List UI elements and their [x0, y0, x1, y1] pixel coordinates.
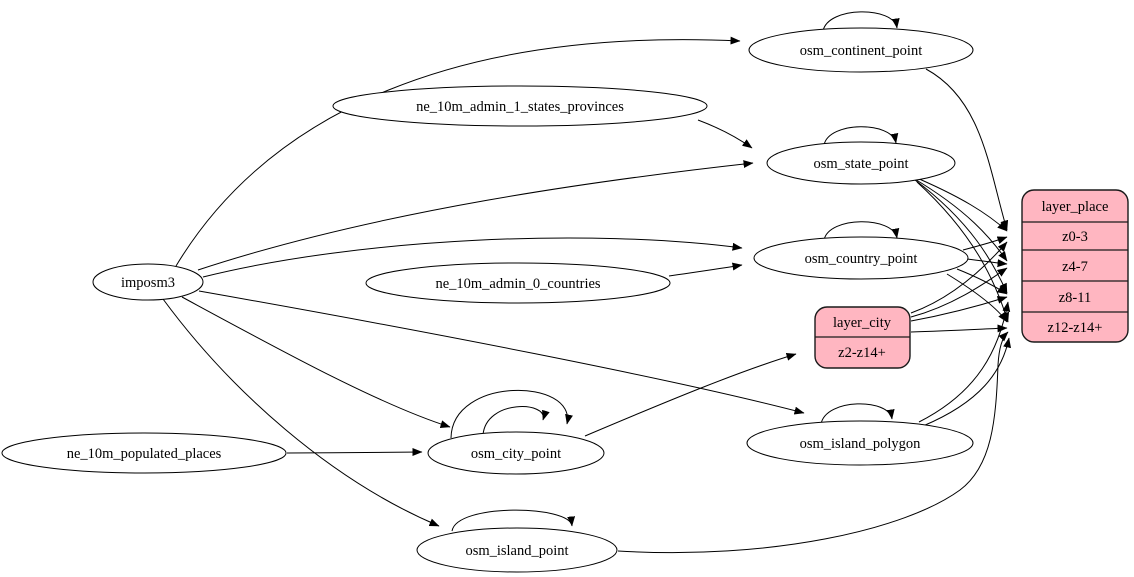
osm-state-point-label: osm_state_point	[813, 156, 908, 172]
edge-osm-country-point-to-layer-place-z4-7	[966, 258, 1008, 268]
edge-osm-island-polygon-to-layer-place-z8-11	[918, 301, 1011, 423]
layer-place-row-z8-11: z8-11	[1059, 290, 1091, 306]
self-loop-osm-country-point	[823, 221, 900, 241]
osm-island-polygon-label: osm_island_polygon	[800, 436, 922, 452]
edge-layer-city-to-layer-place-z8-11	[910, 296, 1008, 322]
layer-place-title: layer_place	[1042, 199, 1109, 215]
edge-ne-states-to-osm-state-point	[697, 119, 753, 149]
osm-island-point-ellipse	[416, 527, 618, 573]
edge-osm-island-polygon-to-layer-place-z12-z14	[922, 337, 1011, 427]
edge-osm-country-point-to-layer-place-z0-3	[962, 236, 1008, 251]
node-osm-continent-point: osm_continent_point	[748, 27, 974, 73]
imposm3-ellipse	[92, 263, 204, 301]
edge-osm-city-point-to-layer-city	[584, 352, 797, 437]
self-loop-osm-city-point-outer	[450, 390, 573, 439]
node-ne-10m-admin-0-countries: ne_10m_admin_0_countries	[365, 262, 671, 304]
osm-country-point-ellipse	[753, 236, 969, 280]
layer-place-row-z12-z14: z12-z14+	[1048, 320, 1103, 336]
node-imposm3: imposm3	[92, 263, 204, 301]
edge-osm-state-point-to-layer-place-z4-7	[912, 177, 1008, 262]
ne-states-label: ne_10m_admin_1_states_provinces	[416, 99, 624, 115]
edge-osm-state-point-to-layer-place-z0-3	[909, 174, 1008, 232]
node-osm-country-point: osm_country_point	[753, 236, 969, 280]
edge-osm-country-point-to-layer-place-z8-11	[956, 268, 1008, 295]
osm-island-polygon-ellipse	[746, 420, 974, 466]
layer-place-row-z0-3: z0-3	[1062, 229, 1088, 245]
edge-layer-city-to-layer-place-z12-z14	[910, 324, 1008, 333]
osm-state-point-ellipse	[766, 141, 956, 185]
layer-place-row-z4-7: z4-7	[1062, 259, 1088, 275]
node-osm-state-point: osm_state_point	[766, 141, 956, 185]
osm-country-point-label: osm_country_point	[805, 251, 918, 267]
edge-osm-continent-point-to-layer-place-z0-3	[925, 68, 1009, 231]
osm-city-point-label: osm_city_point	[471, 446, 561, 462]
edge-imposm3-to-osm-continent-point	[175, 36, 741, 267]
node-osm-island-point: osm_island_point	[416, 527, 618, 573]
self-loop-osm-island-polygon	[820, 403, 895, 425]
ne-populated-places-label: ne_10m_populated_places	[67, 446, 222, 462]
edge-group	[162, 11, 1011, 554]
layer-city-title: layer_city	[833, 315, 892, 331]
ne-states-ellipse	[332, 85, 708, 127]
edge-imposm3-to-osm-country-point	[202, 237, 743, 278]
node-ne-10m-admin-1-states-provinces: ne_10m_admin_1_states_provinces	[332, 85, 708, 127]
edge-imposm3-to-osm-island-point	[162, 298, 440, 527]
ne-populated-places-ellipse	[1, 432, 287, 474]
osm-city-point-ellipse	[427, 431, 605, 475]
self-loop-osm-island-point	[451, 509, 576, 532]
layer-place-box	[1021, 189, 1129, 343]
edge-layer-city-to-layer-place-z4-7	[910, 267, 1008, 318]
osm-island-point-label: osm_island_point	[465, 543, 568, 559]
node-layer-city: layer_city z2-z14+	[814, 306, 911, 369]
self-loop-osm-state-point	[823, 126, 899, 146]
edge-imposm3-to-osm-island-polygon	[198, 290, 805, 415]
edge-ne-countries-to-osm-country-point	[668, 262, 743, 277]
edge-imposm3-to-osm-state-point	[197, 160, 754, 271]
ne-countries-ellipse	[365, 262, 671, 304]
osm-continent-point-ellipse	[748, 27, 974, 73]
self-loop-osm-continent-point	[822, 11, 900, 32]
edge-osm-state-point-to-layer-place-z8-11	[914, 179, 1008, 294]
edge-imposm3-to-osm-city-point	[181, 296, 451, 428]
node-osm-city-point: osm_city_point	[427, 431, 605, 475]
node-osm-island-polygon: osm_island_polygon	[746, 420, 974, 466]
imposm3-label: imposm3	[121, 275, 175, 291]
edge-osm-country-point-to-layer-place-z12-z14	[946, 273, 1008, 323]
node-ne-10m-populated-places: ne_10m_populated_places	[1, 432, 287, 474]
edge-ne-populated-places-to-osm-city-point	[286, 448, 423, 457]
edge-layer-city-to-layer-place-z0-3	[910, 241, 1008, 314]
ne-countries-label: ne_10m_admin_0_countries	[435, 276, 600, 292]
layer-city-row-z2-z14: z2-z14+	[838, 345, 886, 361]
self-loop-osm-city-point-inner	[482, 406, 550, 436]
osm-continent-point-label: osm_continent_point	[800, 43, 922, 59]
edge-osm-island-point-to-layer-place-z12-z14	[617, 331, 1009, 554]
node-layer-place: layer_place z0-3 z4-7 z8-11 z12-z14+	[1021, 189, 1129, 343]
